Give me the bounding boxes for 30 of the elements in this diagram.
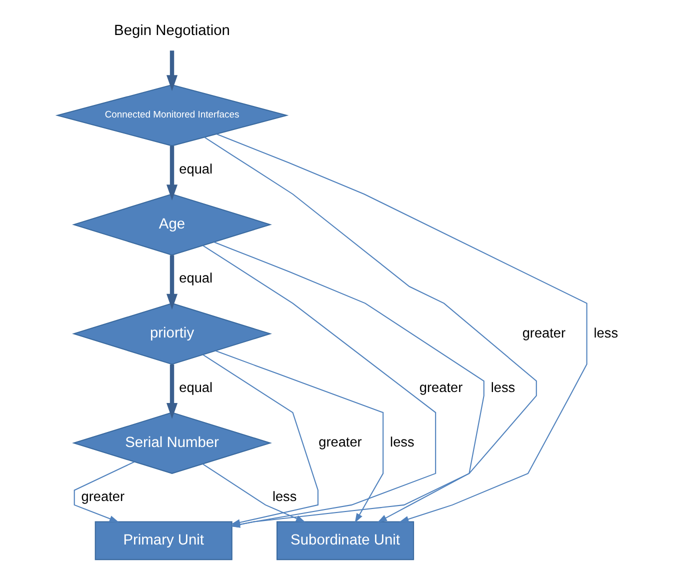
arrow (214, 242, 484, 522)
node-diamond: Age (72, 194, 272, 256)
arrow (204, 136, 537, 528)
node-text: Begin Negotiation (114, 23, 230, 40)
arrow (74, 461, 134, 522)
arrow (166, 364, 178, 419)
arrow (166, 255, 178, 310)
edge-label: greater (522, 325, 566, 340)
node-box: Subordinate Unit (276, 521, 414, 560)
edge-label: less (594, 325, 618, 340)
edge-label: greater (81, 489, 125, 504)
edge-label: equal (179, 270, 213, 286)
arrow (216, 134, 588, 522)
arrow (202, 464, 306, 522)
edge-label: equal (179, 162, 213, 177)
edge-label: less (272, 489, 297, 504)
arrow (202, 354, 318, 526)
edge-label: greater (318, 434, 362, 450)
node-box: Primary Unit (94, 521, 232, 560)
edge-label: less (390, 434, 414, 450)
edge-label: greater (419, 380, 463, 395)
arrow (202, 245, 436, 528)
arrow (216, 350, 384, 523)
node-diamond: priortiy (72, 302, 272, 365)
node-diamond: Connected Monitored Interfaces (55, 84, 289, 146)
arrow (166, 146, 178, 200)
node-diamond: Serial Number (72, 412, 272, 474)
arrow (166, 50, 178, 91)
edge-label: equal (179, 380, 213, 395)
edge-label: less (490, 380, 516, 395)
